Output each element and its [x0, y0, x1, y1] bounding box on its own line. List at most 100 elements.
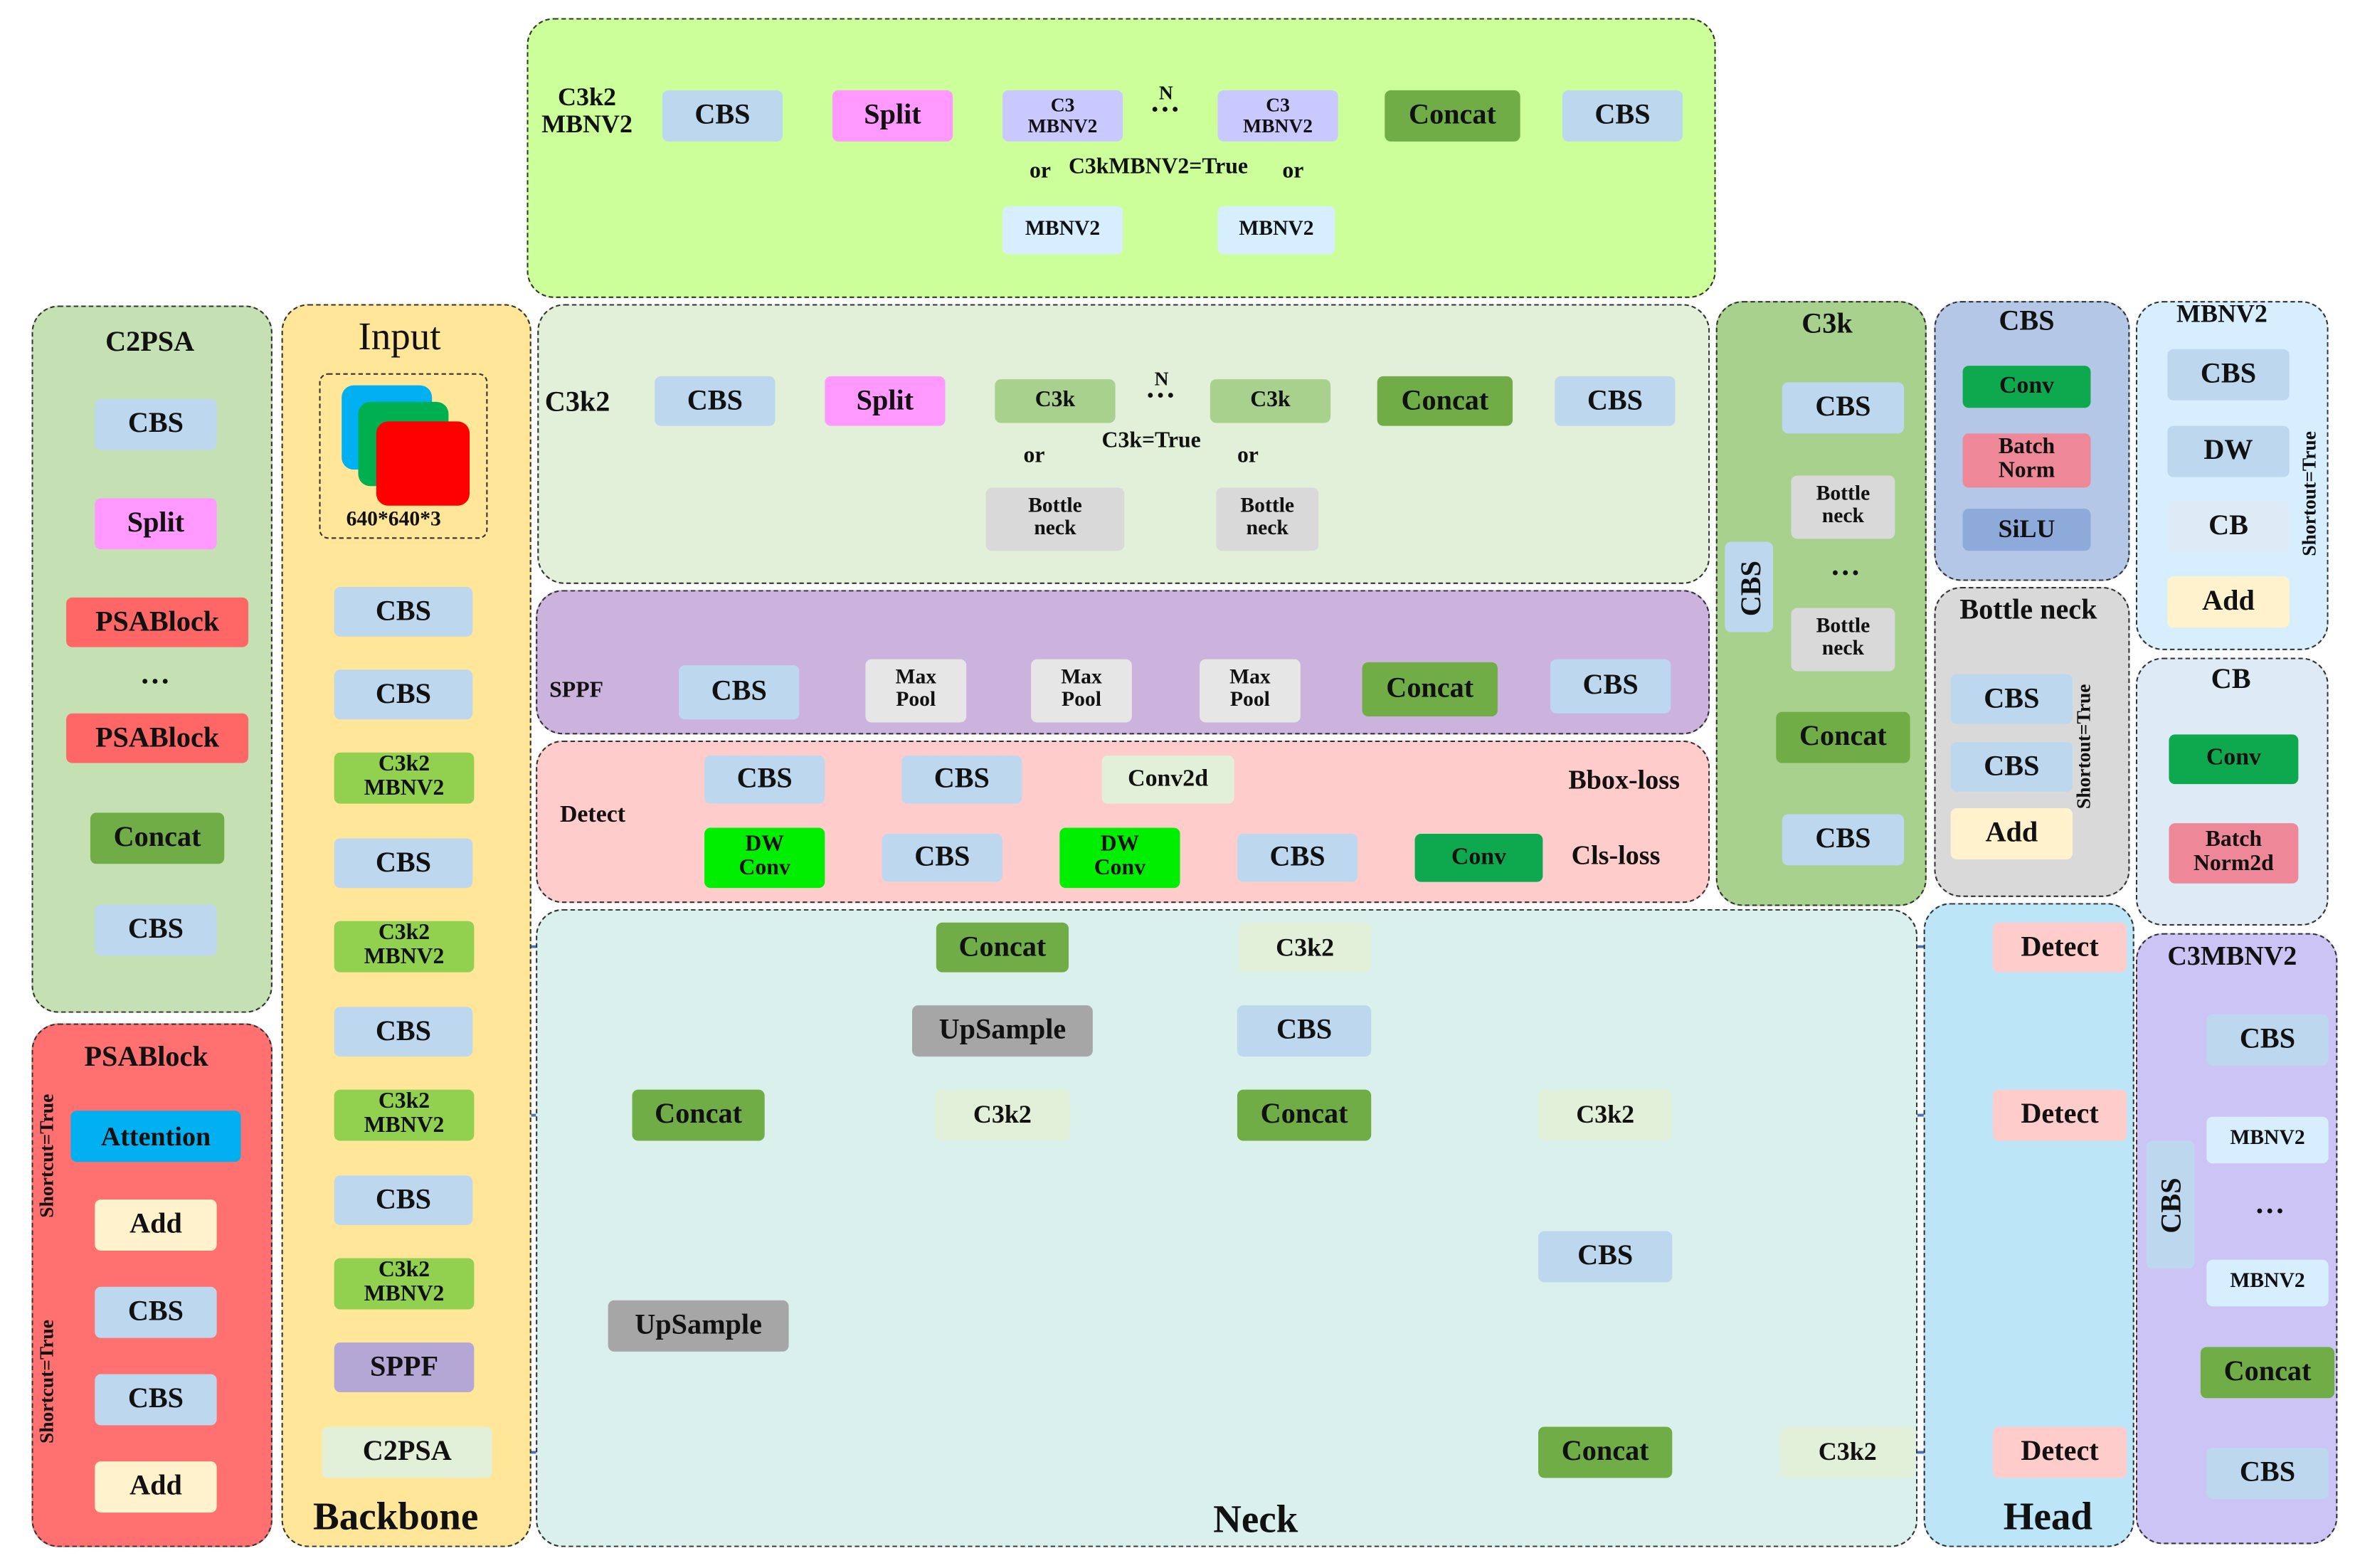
top-cbs-block-2: CBS: [1562, 90, 1683, 142]
head-detect-1: Detect: [1992, 922, 2127, 973]
backbone-title: Backbone: [313, 1494, 479, 1539]
c3k-dots: …: [1830, 549, 1861, 583]
input-image-red: [376, 421, 470, 506]
bottleneck-cbs-2: CBS: [1950, 741, 2073, 792]
c3mbnv2-cbs-1: CBS: [2206, 1014, 2329, 1066]
c3mbnv2-mbnv2-1: MBNV2: [2206, 1116, 2329, 1164]
detect-cbs-2: CBS: [901, 755, 1022, 804]
neck-upsample-left: UpSample: [608, 1300, 789, 1352]
sppf-panel-title: SPPF: [549, 679, 603, 703]
bottleneck-cbs-1: CBS: [1950, 674, 2073, 724]
mbnv2-cb: CB: [2167, 501, 2290, 553]
c3k2-dots: …: [1145, 371, 1176, 406]
c3k2-c3k-block-1: C3k: [995, 379, 1116, 423]
backbone-cbs-5: CBS: [334, 1175, 473, 1226]
top-dots: …: [1150, 85, 1180, 120]
top-mbnv2-alt-2: MBNV2: [1217, 206, 1335, 255]
c3k-title: C3k: [1801, 308, 1853, 341]
c3k-bottleneck-1: Bottle neck: [1791, 475, 1895, 539]
backbone-cbs-4: CBS: [334, 1007, 473, 1057]
head-title: Head: [2003, 1494, 2093, 1539]
cb-batchnorm2d: Batch Norm2d: [2169, 823, 2299, 884]
sppf-maxpool-1: Max Pool: [865, 659, 967, 723]
c2psa-dots: …: [139, 657, 171, 692]
c3k2-panel-title: C3k2: [544, 386, 610, 419]
top-split-block: Split: [832, 90, 953, 142]
backbone-cbs-2: CBS: [334, 669, 473, 720]
neck-concat-left: Concat: [632, 1089, 765, 1141]
mbnv2-title: MBNV2: [2176, 299, 2268, 329]
neck-c3k2-bottom: C3k2: [1780, 1426, 1915, 1478]
c3k2-or-label-1: or: [1023, 444, 1045, 468]
backbone-cbs-3: CBS: [334, 838, 473, 889]
neck-concat-top: Concat: [936, 922, 1069, 973]
c2psa-concat: Concat: [90, 812, 225, 864]
c3k-cbs-side-label: CBS: [1736, 561, 1768, 617]
mbnv2-shortcut-label: Shortout=True: [2297, 431, 2321, 556]
top-n-label: N: [1158, 81, 1173, 104]
cbs-def-silu: SiLU: [1962, 509, 2091, 551]
neck-concat-bottom: Concat: [1538, 1426, 1673, 1478]
c3k-cbs-2: CBS: [1782, 814, 1905, 866]
top-c3mbnv2-block-2: C3 MBNV2: [1217, 90, 1338, 142]
psablock-cbs-1: CBS: [95, 1286, 217, 1338]
detect-dwconv-2: DW Conv: [1059, 827, 1180, 889]
top-or-label-2: or: [1282, 159, 1304, 184]
sppf-maxpool-2: Max Pool: [1031, 659, 1132, 723]
detect-panel-title: Detect: [559, 802, 626, 828]
cb-conv: Conv: [2169, 734, 2299, 785]
c3mbnv2-cbs-side-label: CBS: [2156, 1177, 2188, 1234]
backbone-c3k2mbnv2-3: C3k2 MBNV2: [334, 1089, 475, 1141]
cbs-def-conv: Conv: [1962, 366, 2091, 408]
c3k2-bottleneck-alt-1: Bottle neck: [985, 487, 1125, 551]
head-detect-2: Detect: [1992, 1089, 2127, 1141]
detect-dwconv-1: DW Conv: [704, 827, 825, 889]
mbnv2-cbs: CBS: [2167, 349, 2290, 401]
bottleneck-shortcut-label: Shortout=True: [2072, 684, 2095, 810]
bottleneck-title: Bottle neck: [1959, 594, 2097, 627]
top-concat-block: Concat: [1385, 90, 1520, 142]
detect-cbs-3: CBS: [882, 833, 1002, 882]
mbnv2-dw: DW: [2167, 425, 2290, 477]
detect-cbs-1: CBS: [704, 755, 825, 804]
c3k2-condition-label: C3k=True: [1101, 428, 1201, 453]
c3k2-or-label-2: or: [1237, 444, 1259, 468]
top-condition-label: C3kMBNV2=True: [1069, 154, 1248, 179]
c3mbnv2-cbs-side: [2146, 1140, 2195, 1269]
psablock-shortcut-label-2: Shortcut=True: [34, 1319, 58, 1444]
panel-cb: [2135, 657, 2329, 926]
c3k2-cbs-block-2: CBS: [1555, 376, 1676, 426]
c3k-cbs-side: [1725, 541, 1774, 632]
neck-title: Neck: [1213, 1497, 1298, 1542]
backbone-c3k2mbnv2-2: C3k2 MBNV2: [334, 921, 475, 973]
psablock-add-1: Add: [95, 1199, 217, 1251]
panel-neck: [536, 909, 1918, 1547]
sppf-cbs-block: CBS: [679, 665, 800, 720]
sppf-concat-block: Concat: [1362, 662, 1498, 716]
detect-bbox-loss: Bbox-loss: [1568, 764, 1680, 795]
c3k2-n-label: N: [1154, 367, 1169, 390]
c3k-cbs-1: CBS: [1782, 382, 1905, 434]
backbone-c2psa: C2PSA: [322, 1426, 492, 1478]
neck-c3k2-mid-right: C3k2: [1538, 1089, 1673, 1141]
c3mbnv2-dots: …: [2255, 1187, 2285, 1221]
sppf-cbs-block-2: CBS: [1550, 659, 1671, 714]
cb-title: CB: [2211, 663, 2251, 696]
backbone-c3k2mbnv2-1: C3k2 MBNV2: [334, 752, 475, 804]
psablock-shortcut-label-1: Shortcut=True: [34, 1093, 58, 1218]
psablock-cbs-2: CBS: [95, 1374, 217, 1426]
c3mbnv2-title: C3MBNV2: [2167, 941, 2297, 971]
c3mbnv2-mbnv2-2: MBNV2: [2206, 1259, 2329, 1307]
c3k2-cbs-block: CBS: [655, 376, 776, 426]
top-or-label-1: or: [1030, 159, 1051, 184]
detect-cbs-4: CBS: [1237, 833, 1358, 882]
top-cbs-block: CBS: [662, 90, 783, 142]
neck-cbs-mid: CBS: [1538, 1231, 1673, 1283]
c3k2-split-block: Split: [825, 376, 946, 426]
psablock-add-2: Add: [95, 1461, 217, 1513]
c3k2-bottleneck-alt-2: Bottle neck: [1216, 487, 1319, 551]
psablock-attention: Attention: [70, 1111, 241, 1162]
sppf-maxpool-3: Max Pool: [1200, 659, 1301, 723]
mbnv2-add: Add: [2167, 576, 2290, 628]
